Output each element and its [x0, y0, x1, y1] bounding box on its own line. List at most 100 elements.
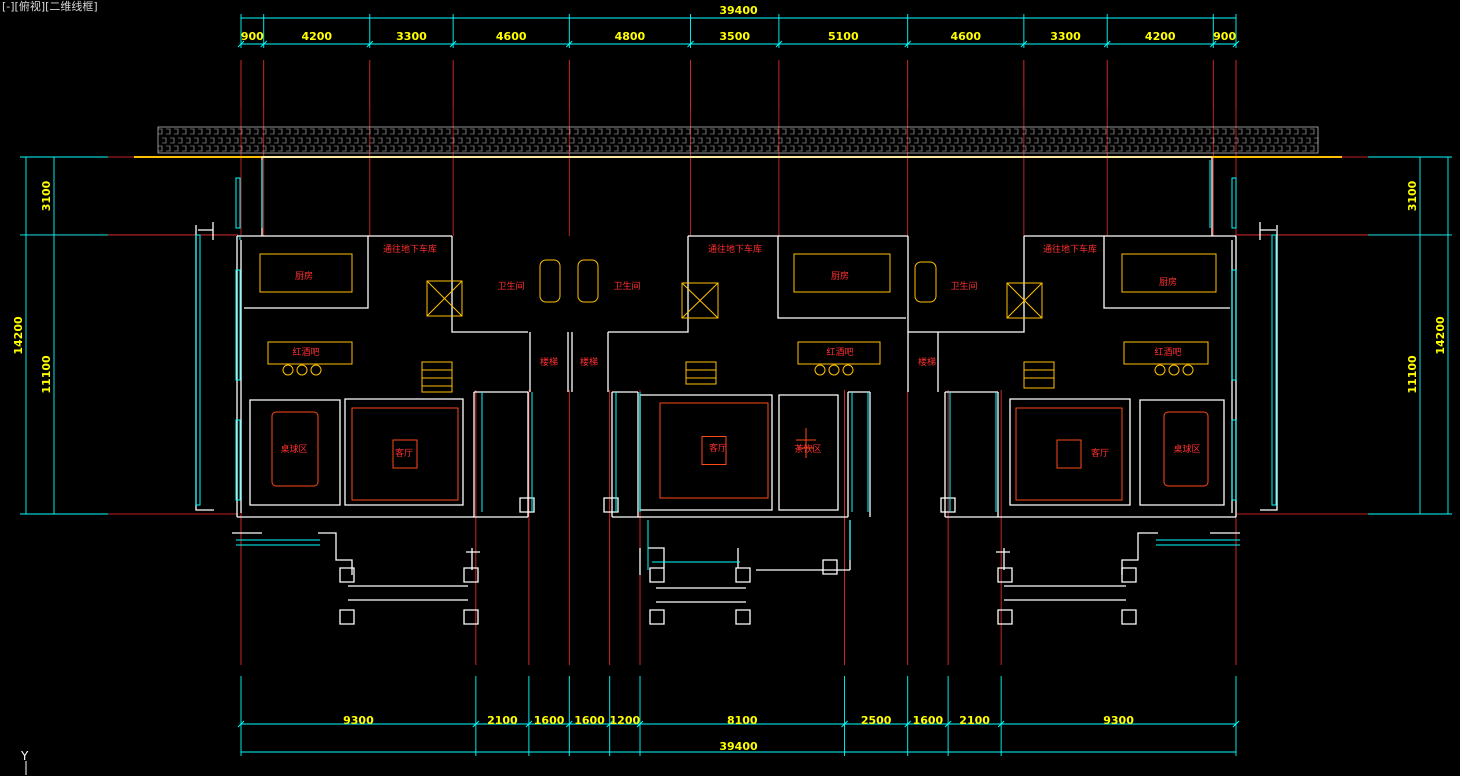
- column: [1121, 609, 1137, 625]
- hatch-mark: [1166, 128, 1175, 152]
- hatch-mark: [190, 128, 199, 152]
- sofa-set: [659, 402, 769, 499]
- hatch-mark: [862, 128, 871, 152]
- column: [519, 497, 535, 513]
- dimension-text: 900: [241, 30, 264, 43]
- shower: [1006, 282, 1043, 319]
- hatch-mark: [254, 128, 263, 152]
- hatch-mark: [718, 128, 727, 152]
- wall: [1009, 398, 1225, 506]
- hatch-mark: [1118, 128, 1127, 152]
- window: [235, 269, 241, 381]
- room-label-kitchen: 厨房: [295, 270, 313, 282]
- shower: [426, 280, 463, 317]
- hatch-mark: [726, 128, 735, 152]
- hatch-mark: [1278, 128, 1287, 152]
- shower-cross: [426, 280, 463, 317]
- dimension-tick: [260, 40, 268, 48]
- hatch-mark: [462, 128, 471, 152]
- window-line: [647, 520, 851, 570]
- room-label-bar: 红酒吧: [1154, 346, 1181, 358]
- room-label-living: 客厅: [709, 442, 727, 454]
- room-label-tea: 茶饮区: [794, 443, 821, 455]
- hatch-mark: [1142, 128, 1151, 152]
- dimension-text: 900: [1213, 30, 1236, 43]
- hatch-mark: [662, 128, 671, 152]
- dimension-tick: [449, 40, 457, 48]
- hatch-mark: [422, 128, 431, 152]
- room-label-stair: 楼梯: [918, 356, 936, 368]
- hatch-mark: [214, 128, 223, 152]
- bathtub: [539, 259, 561, 303]
- hatch-mark: [558, 128, 567, 152]
- column: [339, 567, 355, 583]
- dimension-tick: [565, 720, 573, 728]
- bar-counter: [267, 341, 353, 365]
- overall-dimension-left: 14200: [12, 316, 25, 355]
- hatch-mark: [1246, 128, 1255, 152]
- hatch-mark: [806, 128, 815, 152]
- hatch-mark: [262, 128, 271, 152]
- hatch-mark: [926, 128, 935, 152]
- bar-stool: [1168, 364, 1180, 376]
- hatch-mark: [1206, 128, 1215, 152]
- hatch-mark: [302, 128, 311, 152]
- window: [1231, 269, 1237, 381]
- stair: [421, 361, 453, 393]
- dimension-tick: [237, 720, 245, 728]
- hatch-mark: [406, 128, 415, 152]
- column: [997, 609, 1013, 625]
- dimension-text: 1600: [534, 714, 565, 727]
- hatch-mark: [446, 128, 455, 152]
- hatch-mark: [174, 128, 183, 152]
- dimension-tick: [525, 720, 533, 728]
- column: [603, 497, 619, 513]
- hatch-mark: [326, 128, 335, 152]
- viewport-label[interactable]: [-][俯视][二维线框]: [2, 0, 98, 13]
- bathtub: [577, 259, 599, 303]
- hatch-mark: [494, 128, 503, 152]
- dimension-text: 9300: [1103, 714, 1134, 727]
- hatch-mark: [686, 128, 695, 152]
- dimension-text: 4800: [615, 30, 646, 43]
- bar-stool: [842, 364, 854, 376]
- stair: [685, 361, 717, 385]
- hatch-mark: [1150, 128, 1159, 152]
- hatch-mark: [782, 128, 791, 152]
- hatch-mark: [902, 128, 911, 152]
- dimension-text: 3500: [719, 30, 750, 43]
- hatch-mark: [934, 128, 943, 152]
- room-label-bath: 卫生间: [950, 280, 977, 292]
- shower-cross: [1006, 282, 1043, 319]
- dimension-text: 4200: [301, 30, 332, 43]
- window: [195, 234, 201, 506]
- bar-stool: [282, 364, 294, 376]
- dimension-text: 8100: [727, 714, 758, 727]
- hatch-mark: [638, 128, 647, 152]
- dimension-text: 1200: [610, 714, 641, 727]
- hatch-mark: [814, 128, 823, 152]
- hatch-mark: [766, 128, 775, 152]
- window-line: [615, 392, 641, 512]
- hatch-mark: [1222, 128, 1231, 152]
- kitchen-counter: [259, 253, 353, 293]
- wall: [847, 391, 871, 517]
- dimension-text: 5100: [828, 30, 859, 43]
- window: [1231, 419, 1237, 501]
- hatch-mark: [654, 128, 663, 152]
- hatch-mark: [822, 128, 831, 152]
- dimension-text: 1600: [913, 714, 944, 727]
- hatch-mark: [286, 128, 295, 152]
- hatch-mark: [798, 128, 807, 152]
- window-line: [481, 392, 533, 512]
- room-label-billiard: 桌球区: [280, 443, 307, 455]
- hatch-mark: [510, 128, 519, 152]
- bar-stool: [310, 364, 322, 376]
- dimension-tick: [944, 720, 952, 728]
- hatch-mark: [830, 128, 839, 152]
- wall: [944, 391, 999, 517]
- hatch-mark: [630, 128, 639, 152]
- hatch-mark: [366, 128, 375, 152]
